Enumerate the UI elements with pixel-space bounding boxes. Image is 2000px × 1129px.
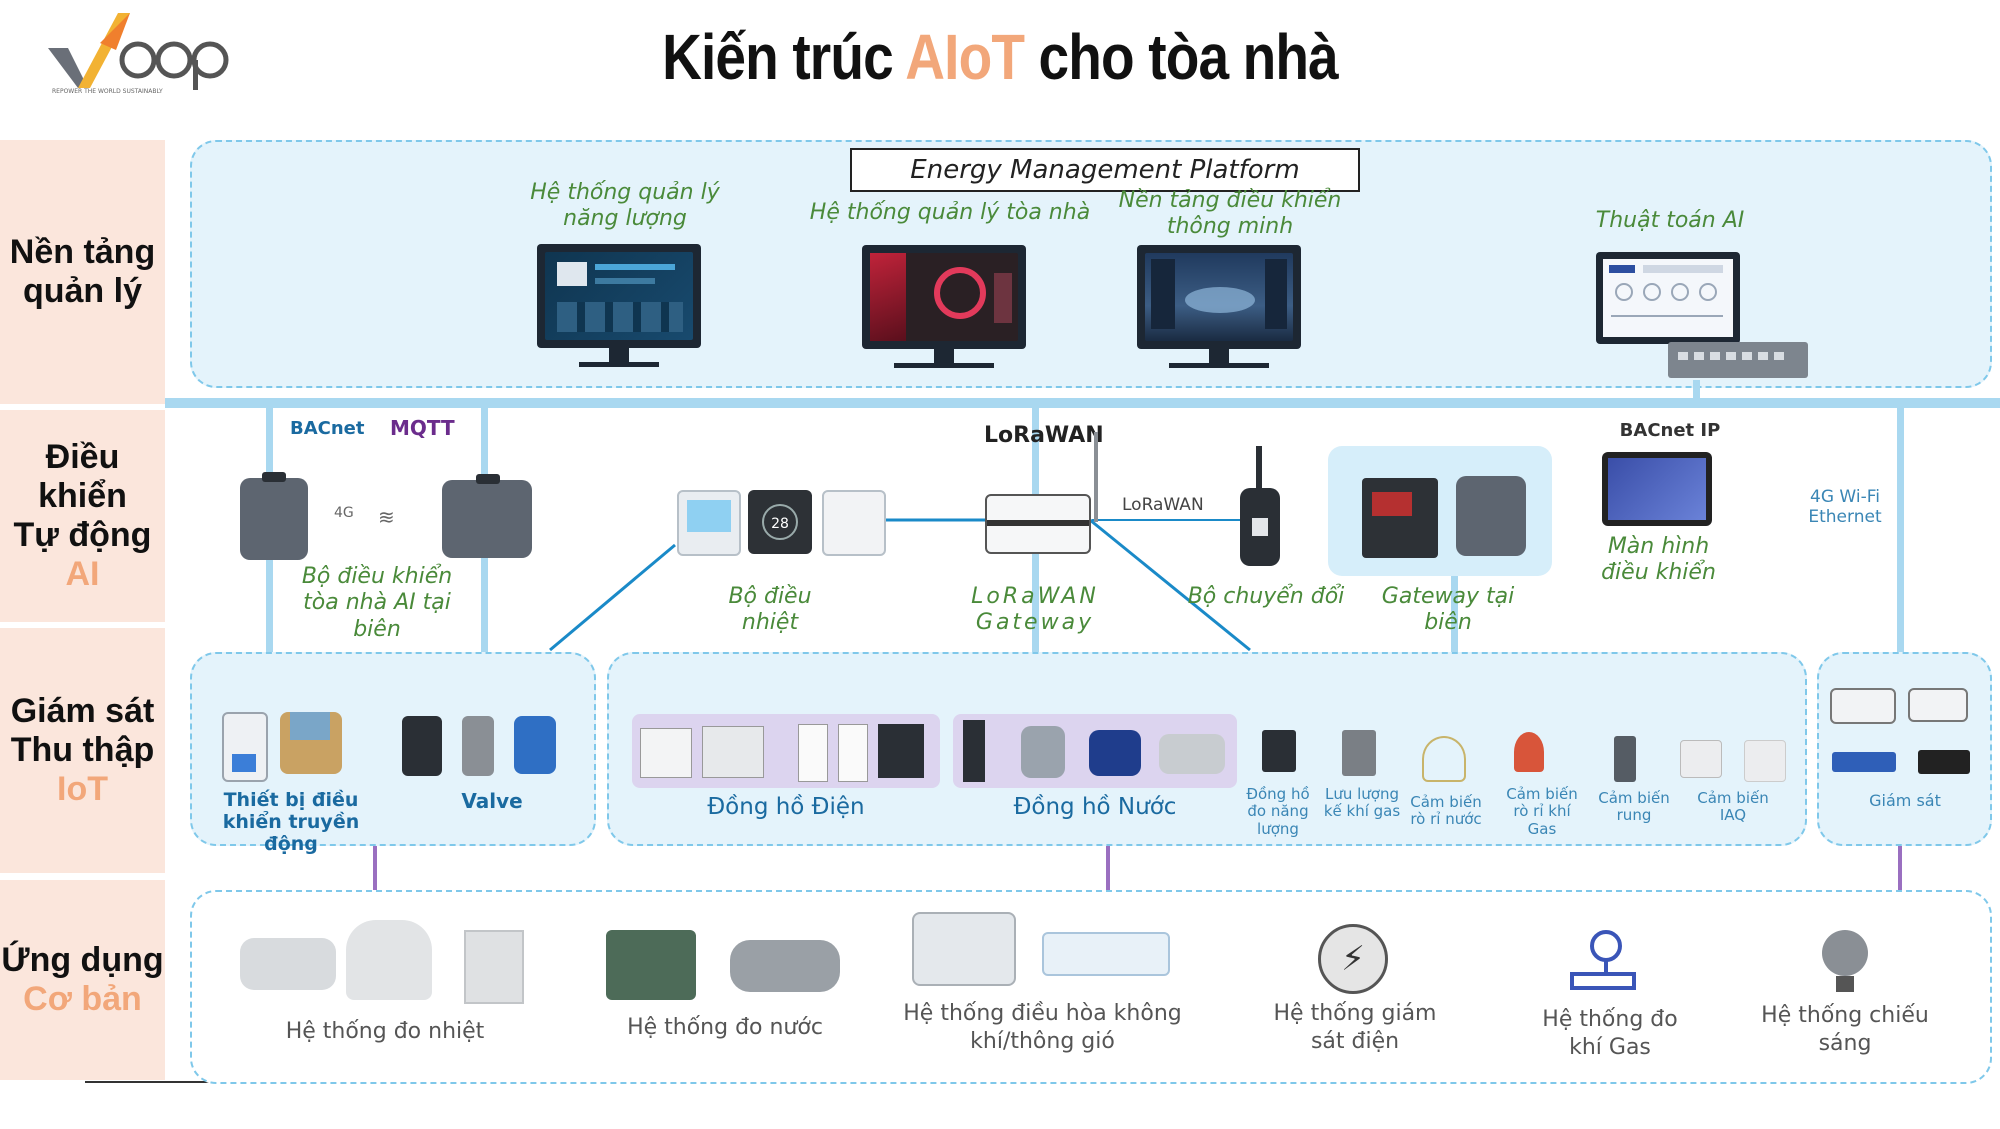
lorawan-link-label: LoRaWAN [1120,495,1206,515]
surveillance-label: Giám sát [1869,791,1941,810]
ems-monitor [537,244,701,367]
energy-management-platform-header: Energy Management Platform [850,148,1360,192]
hvac-equipment-icons [912,912,1170,988]
lighting-bulb-icon [1822,930,1868,996]
network-switch-icon [1832,752,1896,772]
wifi-icon: ≋ [378,505,395,529]
gas-flow-label: Lưu lượng kế khí gas [1323,785,1401,821]
smart-control-label: Nền tảng điều khiển thông minh [1118,188,1342,240]
connectivity-label: 4G Wi-Fi Ethernet [1808,487,1882,527]
thermostat-label: Bộ điều nhiệt [728,584,812,636]
riser-surveillance [1897,405,1904,653]
title-part1: Kiến trúc [662,21,906,93]
converter-antenna [1256,446,1262,492]
thermal-app-label: Hệ thống đo nhiệt [285,1019,485,1044]
logo-tagline: REPOWER THE WORLD SUSTAINABLY [52,88,163,95]
lorawan-gateway-label: LoRaWAN Gateway [971,584,1099,636]
gas-leak-label: Cảm biến rò rỉ khí Gas [1506,785,1578,838]
camera-icon-2 [1908,688,1968,722]
converter-device [1240,488,1280,566]
thermostat-glass [822,490,886,556]
water-leak-label: Cảm biến rò rỉ nước [1410,793,1482,829]
water-meter-panel [953,714,1237,788]
power-meter-label: Đồng hồ Điện [707,794,865,820]
ai-algorithm-label: Thuật toán AI [1595,208,1745,233]
iaq-label: Cảm biến IAQ [1697,789,1769,825]
actuator-icon-1 [222,712,268,782]
edge-controller-label: Bộ điều khiển tòa nhà AI tại biên [301,564,453,642]
thermostat-black: 28 [748,490,812,554]
lorawan-logo: LoRaWAN [984,423,1104,448]
edge-controller-device-2 [442,474,532,558]
hvac-app-label: Hệ thống điều hòa không khí/thông gió [903,1001,1182,1054]
thermal-equipment-icons [240,920,530,1006]
page-title: Kiến trúc AIoT cho tòa nhà [140,20,1860,94]
gas-meter-icon [1566,928,1640,998]
bms-monitor [862,245,1026,368]
valve-icon-3 [514,716,556,774]
nvr-icon [1918,750,1970,774]
gateway-antenna [1094,432,1098,522]
iaq-icon [1680,740,1722,778]
bacnet-logo: BACnet [290,418,365,439]
signal-4g-icon: 4G [334,505,354,521]
title-accent: AIoT [905,21,1025,93]
power-meter-panel [632,714,940,788]
gas-leak-icon [1514,732,1544,772]
energy-meter-icon [1262,730,1296,772]
water-app-label: Hệ thống đo nước [627,1015,823,1040]
control-screen-device [1602,452,1712,526]
backbone-bus [165,398,2000,408]
edge-gateway-device-1 [1362,478,1438,558]
thermostat-white [677,490,741,556]
gas-flow-icon [1342,730,1376,776]
lorawan-gateway-device [985,494,1091,554]
riser-gateway [1451,540,1458,653]
ai-uplink [1693,380,1700,402]
ems-label: Hệ thống quản lý năng lượng [530,180,720,232]
energy-meter-label: Đồng hồ đo năng lượng [1246,785,1310,838]
power-app-label: Hệ thống giám sát điện [1273,1001,1437,1054]
valve-label: Valve [461,789,523,813]
title-part2: cho tòa nhà [1024,21,1339,93]
water-leak-icon [1422,736,1466,782]
veep-logo: REPOWER THE WORLD SUSTAINABLY [38,8,238,100]
vibration-icon [1614,736,1636,782]
control-screen-label: Màn hình điều khiển [1601,534,1716,586]
power-monitor-icon: ⚡ [1318,924,1388,994]
iaq-icon-2 [1744,740,1786,782]
water-equipment-icons [600,920,850,1006]
camera-icon-1 [1830,688,1896,724]
valve-icon-1 [402,716,442,776]
bacnet-ip-label: BACnet IP [1619,420,1721,441]
lighting-app-label: Hệ thống chiếu sáng [1761,1003,1929,1056]
actuator-label: Thiết bị điều khiển truyền động [222,789,360,855]
water-meter-label: Đồng hồ Nước [1013,794,1177,820]
ai-edge-server [1668,342,1808,378]
valve-icon-2 [462,716,494,776]
converter-label: Bộ chuyển đổi [1187,584,1345,609]
gas-app-label: Hệ thống đo khí Gas [1542,1007,1678,1060]
surveillance-box [1817,652,1992,846]
edge-controller-device-1 [240,472,308,560]
edge-gateway-device-2 [1456,476,1526,556]
vibration-label: Cảm biến rung [1598,789,1670,825]
ai-monitor [1596,252,1740,344]
mqtt-logo: MQTT [390,416,455,440]
actuator-icon-2 [280,712,342,774]
smart-control-monitor [1137,245,1301,368]
bms-label: Hệ thống quản lý tòa nhà [809,200,1091,225]
edge-gateway-label: Gateway tại biên [1381,584,1515,636]
